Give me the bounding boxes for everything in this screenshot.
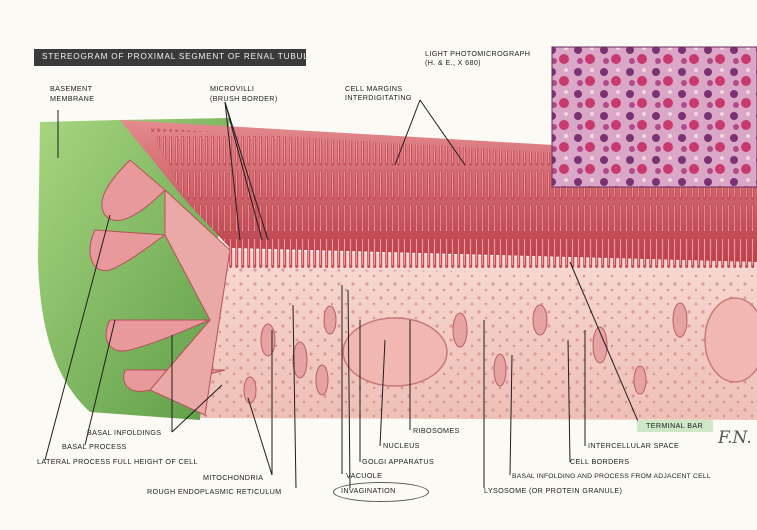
label-basement-membrane-2: MEMBRANE	[50, 95, 94, 104]
nucleus-shape	[343, 318, 447, 386]
label-invagination: INVAGINATION	[341, 487, 396, 496]
label-ribosomes: RIBOSOMES	[413, 427, 460, 436]
cytoplasm-texture	[200, 268, 757, 420]
label-basal-infoldings: BASAL INFOLDINGS	[87, 429, 161, 438]
light-photomicrograph	[552, 47, 757, 187]
artist-signature: F.N.	[718, 428, 752, 448]
label-cell-margins-2: INTERDIGITATING	[345, 94, 412, 103]
microvilli-row	[228, 228, 757, 268]
label-cell-borders: CELL BORDERS	[570, 458, 629, 467]
nucleus-shape-2	[705, 298, 757, 382]
label-microvilli-2: (BRUSH BORDER)	[210, 95, 278, 104]
label-lysosome: LYSOSOME (OR PROTEIN GRANULE)	[484, 487, 622, 496]
label-golgi-apparatus: GOLGI APPARATUS	[362, 458, 434, 467]
label-basement-membrane-1: BASEMENT	[50, 85, 92, 94]
label-rough-er: ROUGH ENDOPLASMIC RETICULUM	[147, 488, 281, 497]
label-basal-process: BASAL PROCESS	[62, 443, 127, 452]
label-basal-infolding-adjacent: BASAL INFOLDING AND PROCESS FROM ADJACEN…	[512, 473, 711, 482]
label-nucleus: NUCLEUS	[383, 442, 420, 451]
label-terminal-bar: TERMINAL BAR	[646, 422, 703, 431]
label-microvilli-1: MICROVILLI	[210, 85, 254, 94]
label-lateral-process: LATERAL PROCESS FULL HEIGHT OF CELL	[37, 458, 198, 467]
label-intercellular-space: INTERCELLULAR SPACE	[588, 442, 679, 451]
label-vacuole: VACUOLE	[346, 472, 382, 481]
photomicrograph-caption-line-2: (H. & E., X 680)	[425, 59, 481, 68]
label-mitochondria: MITOCHONDRIA	[203, 474, 263, 483]
diagram-title: STEREOGRAM OF PROXIMAL SEGMENT OF RENAL …	[42, 52, 315, 62]
